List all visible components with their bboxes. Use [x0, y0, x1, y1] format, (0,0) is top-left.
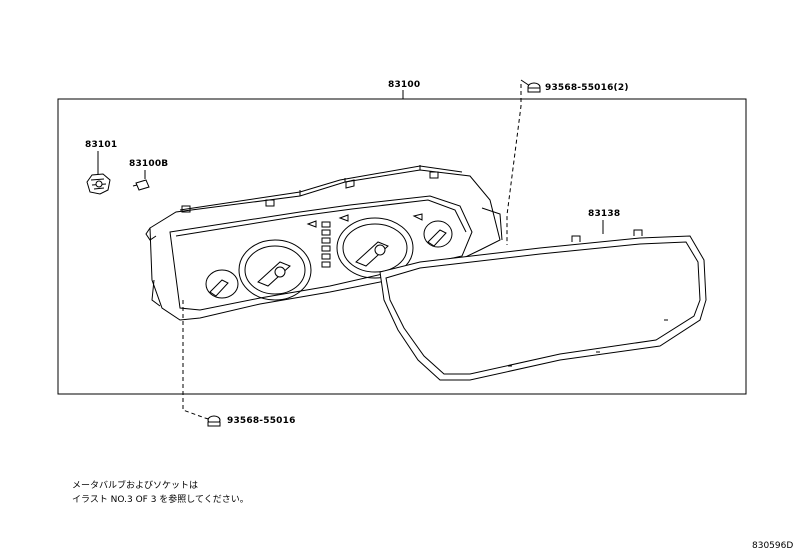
indicator-lamps	[306, 213, 423, 268]
screw-icon-upper	[520, 79, 541, 93]
label-93568-55016: 93568-55016	[227, 416, 296, 426]
gauge-speedometer	[238, 239, 312, 301]
bulb-icon	[132, 179, 150, 191]
gauge-fuel	[205, 269, 239, 299]
label-83100b: 83100B	[129, 159, 169, 169]
label-83138: 83138	[588, 209, 621, 219]
gauge-temp	[423, 220, 453, 248]
screw-icon-lower	[204, 415, 221, 427]
label-83101: 83101	[85, 140, 118, 150]
dashed-leader-lower-screw	[182, 300, 206, 419]
label-93568-55016-2: 93568-55016(2)	[545, 83, 629, 93]
gauge-tachometer	[336, 217, 414, 279]
drawing-id: 830596D	[752, 541, 794, 551]
label-83100: 83100	[388, 80, 421, 90]
bulb-socket-icon	[86, 173, 111, 195]
note-line-2: イラスト NO.3 OF 3 を参照してください。	[72, 495, 249, 505]
dashed-leader-upper-screw	[506, 84, 522, 245]
note-line-1: メータバルブおよびソケットは	[72, 481, 199, 491]
assembly-frame	[57, 98, 747, 395]
meter-lens	[379, 229, 707, 381]
